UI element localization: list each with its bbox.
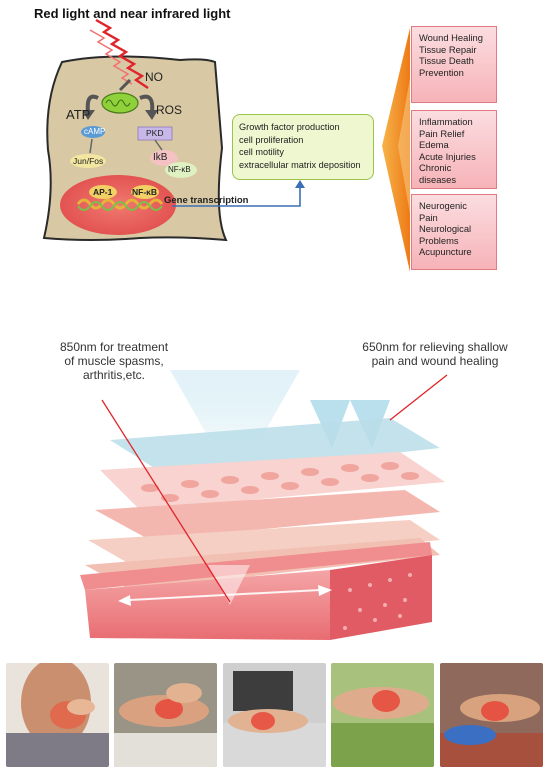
atp-label: ATP (66, 107, 91, 122)
nfkb-dna-label: NF-κB (132, 187, 158, 197)
epidermis-layer (110, 418, 440, 478)
thumbnail-hand-keyboard (223, 663, 326, 767)
thumbnail-neck-pain (6, 663, 109, 767)
skin-layers-diagram (80, 370, 448, 640)
indication-box-neuro: Neurogenic Pain Neurological Problems Ac… (411, 194, 497, 270)
atp-arrow (85, 94, 99, 113)
indication-item: Inflammation (419, 116, 473, 127)
indication-item: Acute Injuries (419, 150, 476, 162)
nfkb-label: NF-κB (168, 165, 191, 174)
pointer-650 (389, 374, 448, 421)
thumbnail-wrist-pain (114, 663, 217, 767)
ros-arrow (139, 94, 155, 113)
fat-layer (88, 520, 440, 570)
jun-fos-label: Jun/Fos (73, 156, 104, 166)
indication-item: Problems (419, 234, 459, 246)
indication-item: Edema (419, 139, 449, 151)
funnel-arrow (382, 28, 410, 272)
connector-arrow (172, 186, 301, 207)
label-line: 650nm for relieving shallow (362, 340, 508, 354)
cell-layer (100, 452, 445, 510)
indication-box-healing: Wound Healing Tissue Repair Tissue Death… (411, 26, 497, 103)
diagram-title: Red light and near infrared light (34, 6, 231, 21)
ros-label: ROS (156, 103, 183, 117)
indication-item: Neurogenic (419, 200, 467, 211)
ikb-label: IkB (153, 152, 168, 163)
label-line: pain and wound healing (371, 354, 499, 368)
muscle-block-side (330, 555, 432, 640)
indication-item: Chronic (419, 162, 452, 174)
outcome-item: cell proliferation (239, 134, 304, 145)
indication-box-pain: Inflammation Pain Relief Edema Acute Inj… (411, 110, 497, 189)
camp-label: cAMP (84, 127, 106, 136)
pkd-label: PKD (146, 128, 164, 138)
indication-item: Pain (419, 211, 438, 223)
indication-item: Pain Relief (419, 127, 465, 139)
thumbnail-knee-pain (331, 663, 434, 767)
ap1-label: AP-1 (93, 187, 113, 197)
pointer-850 (101, 399, 231, 603)
muscle-block-top (80, 542, 432, 590)
nucleus (60, 175, 176, 235)
light-wave-icon (95, 18, 149, 89)
indication-item: diseases (419, 173, 457, 185)
label-line: 850nm for treatment (59, 340, 169, 354)
outcome-item: Growth factor production (239, 122, 340, 132)
gene-transcription-label: Gene transcription (164, 195, 249, 206)
no-label: NO (145, 70, 163, 84)
outcome-box: Growth factor production cell proliferat… (232, 114, 374, 180)
dermis-layer (95, 490, 440, 540)
thumbnail-ankle-pain (440, 663, 543, 767)
indication-item: Tissue Repair (419, 43, 477, 55)
indication-item: Wound Healing (419, 32, 483, 43)
indication-item: Prevention (419, 66, 464, 78)
label-line: of muscle spasms, (64, 354, 164, 368)
muscle-block-front (85, 570, 330, 640)
indication-item: Neurological (419, 223, 472, 235)
mitochondrion-icon (101, 92, 139, 114)
light-beam (170, 370, 300, 440)
cell-diagram (42, 18, 410, 272)
outcome-item: cell motility (239, 147, 284, 157)
label-650nm: 650nm for relieving shallow pain and wou… (340, 340, 530, 368)
outcome-item: extracellular matrix deposition (239, 159, 361, 170)
label-line: arthritis,etc. (82, 368, 145, 382)
indication-item: Tissue Death (419, 55, 474, 67)
label-850nm: 850nm for treatment of muscle spasms, ar… (44, 340, 184, 382)
indication-item: Acupuncture (419, 246, 472, 258)
